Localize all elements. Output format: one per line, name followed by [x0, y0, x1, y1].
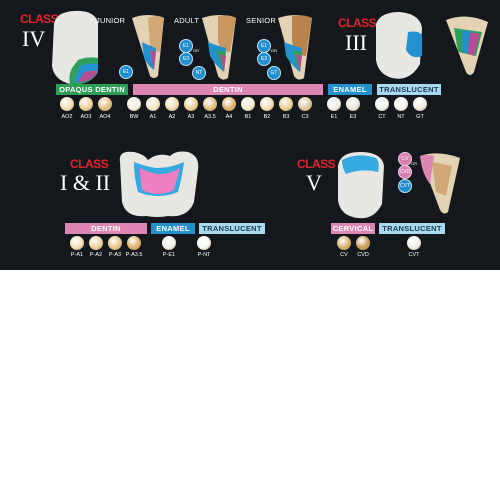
top-code-c3: C3 — [301, 114, 309, 120]
stage-senior-label: SENIOR — [246, 16, 276, 25]
bottom-right-swatch-cv — [337, 236, 351, 250]
class-iv-roman: IV — [22, 26, 46, 51]
bottom-right-swatch-cvt — [407, 236, 421, 250]
top-swatch-ct — [375, 97, 389, 111]
senior-marker-e3: E3 — [257, 52, 271, 66]
class-iii-tooth-image — [376, 12, 422, 79]
stage-adult-label: ADULT — [174, 16, 200, 25]
bar-opaqus-dentin: OPAQUS DENTIN — [56, 84, 128, 95]
top-swatch-a1 — [146, 97, 160, 111]
top-code-b3: B3 — [282, 114, 290, 120]
top-code-a3-5: A3.5 — [204, 114, 216, 120]
bar-translucent-top: TRANSLUCENT — [377, 84, 441, 95]
bar-dentin-bottom: DENTIN — [65, 223, 147, 234]
bottom-left-code-p-a2: P-A2 — [89, 252, 103, 258]
top-swatch-ao2 — [60, 97, 74, 111]
adult-marker-e3: E3 — [179, 52, 193, 66]
top-swatch-a3 — [184, 97, 198, 111]
class-v-or-text: OR — [411, 161, 417, 166]
class-iii-label: CLASS — [338, 16, 377, 30]
class-v-marker-cvt: CVT — [398, 179, 412, 193]
top-code-ct: CT — [378, 114, 386, 120]
bottom-left-swatch-p-e1 — [162, 236, 176, 250]
bar-dentin-top: DENTIN — [133, 84, 323, 95]
shade-guide-panel: CLASS IV JUNIOR ADULT SENIOR E1 E1 OR E3… — [0, 0, 500, 270]
class-iv-label: CLASS — [20, 12, 59, 26]
bottom-right-code-cvt: CVT — [408, 252, 420, 258]
senior-marker-gt: GT — [267, 66, 281, 80]
top-code-e1: E1 — [330, 114, 338, 120]
top-code-a1: A1 — [149, 114, 157, 120]
senior-marker-e1: E1 — [257, 39, 271, 53]
bar-translucent-bottom-right: TRANSLUCENT — [379, 223, 445, 234]
top-swatch-nt — [394, 97, 408, 111]
class-iii-side-tooth-image — [446, 16, 488, 76]
bar-cervical: CERVICAL — [331, 223, 375, 234]
bottom-right-swatch-cvd — [356, 236, 370, 250]
bottom-left-swatch-p-a2 — [89, 236, 103, 250]
top-code-gt: GT — [416, 114, 424, 120]
class-v-marker-cv: CV — [398, 152, 412, 166]
class-i-ii-tooth-image — [119, 151, 199, 217]
top-swatch-a3-5 — [203, 97, 217, 111]
top-swatch-ao3 — [79, 97, 93, 111]
top-swatch-gt — [413, 97, 427, 111]
stage-junior-label: JUNIOR — [96, 16, 126, 25]
bottom-left-swatch-p-nt — [197, 236, 211, 250]
top-code-ao3: AO3 — [80, 114, 92, 120]
bottom-left-swatch-p-a3 — [108, 236, 122, 250]
top-swatch-bw — [127, 97, 141, 111]
top-code-b2: B2 — [263, 114, 271, 120]
top-code-nt: NT — [397, 114, 405, 120]
class-v-tooth-image — [338, 152, 384, 219]
bottom-left-swatch-p-a3-5 — [127, 236, 141, 250]
adult-marker-e1: E1 — [179, 39, 193, 53]
class-v-roman: V — [306, 170, 322, 195]
class-iv-tooth-image — [52, 10, 98, 85]
class-iii-roman: III — [345, 30, 367, 55]
top-code-ao2: AO2 — [61, 114, 73, 120]
bar-translucent-bottom-left: TRANSLUCENT — [199, 223, 265, 234]
bottom-left-code-p-nt: P-NT — [197, 252, 211, 258]
bottom-right-code-cv: CV — [340, 252, 348, 258]
top-swatch-b1 — [241, 97, 255, 111]
top-swatch-b2 — [260, 97, 274, 111]
top-swatch-b3 — [279, 97, 293, 111]
bottom-left-code-p-a3-5: P-A3.5 — [125, 252, 143, 258]
top-code-b1: B1 — [244, 114, 252, 120]
top-code-a3: A3 — [187, 114, 195, 120]
top-swatch-e3 — [346, 97, 360, 111]
top-swatch-e1 — [327, 97, 341, 111]
top-code-ao4: AO4 — [99, 114, 111, 120]
senior-tooth-image — [278, 15, 312, 80]
bar-enamel-top: ENAMEL — [328, 84, 372, 95]
top-code-a2: A2 — [168, 114, 176, 120]
senior-or-text: OR — [271, 48, 277, 53]
class-i-ii-label: CLASS — [70, 157, 109, 171]
class-i-ii-roman: I & II — [60, 170, 111, 195]
junior-tooth-image — [132, 15, 164, 78]
bottom-left-code-p-a3: P-A3 — [108, 252, 122, 258]
bottom-right-code-cvd: CVD — [357, 252, 369, 258]
top-swatch-a4 — [222, 97, 236, 111]
adult-or-text: OR — [193, 48, 199, 53]
top-code-e3: E3 — [349, 114, 357, 120]
bottom-left-swatch-p-a1 — [70, 236, 84, 250]
bottom-left-code-p-e1: P-E1 — [162, 252, 176, 258]
top-code-bw: BW — [129, 114, 139, 120]
adult-marker-nt: NT — [192, 66, 206, 80]
top-swatch-a2 — [165, 97, 179, 111]
adult-tooth-image — [202, 15, 236, 80]
top-code-a4: A4 — [225, 114, 233, 120]
class-v-label: CLASS — [297, 157, 336, 171]
top-swatch-ao4 — [98, 97, 112, 111]
bottom-left-code-p-a1: P-A1 — [70, 252, 84, 258]
class-v-side-tooth-image — [420, 153, 460, 214]
top-swatch-c3 — [298, 97, 312, 111]
class-v-marker-cvd: CVD — [398, 165, 412, 179]
bar-enamel-bottom: ENAMEL — [151, 223, 195, 234]
junior-marker-e1: E1 — [119, 65, 133, 79]
